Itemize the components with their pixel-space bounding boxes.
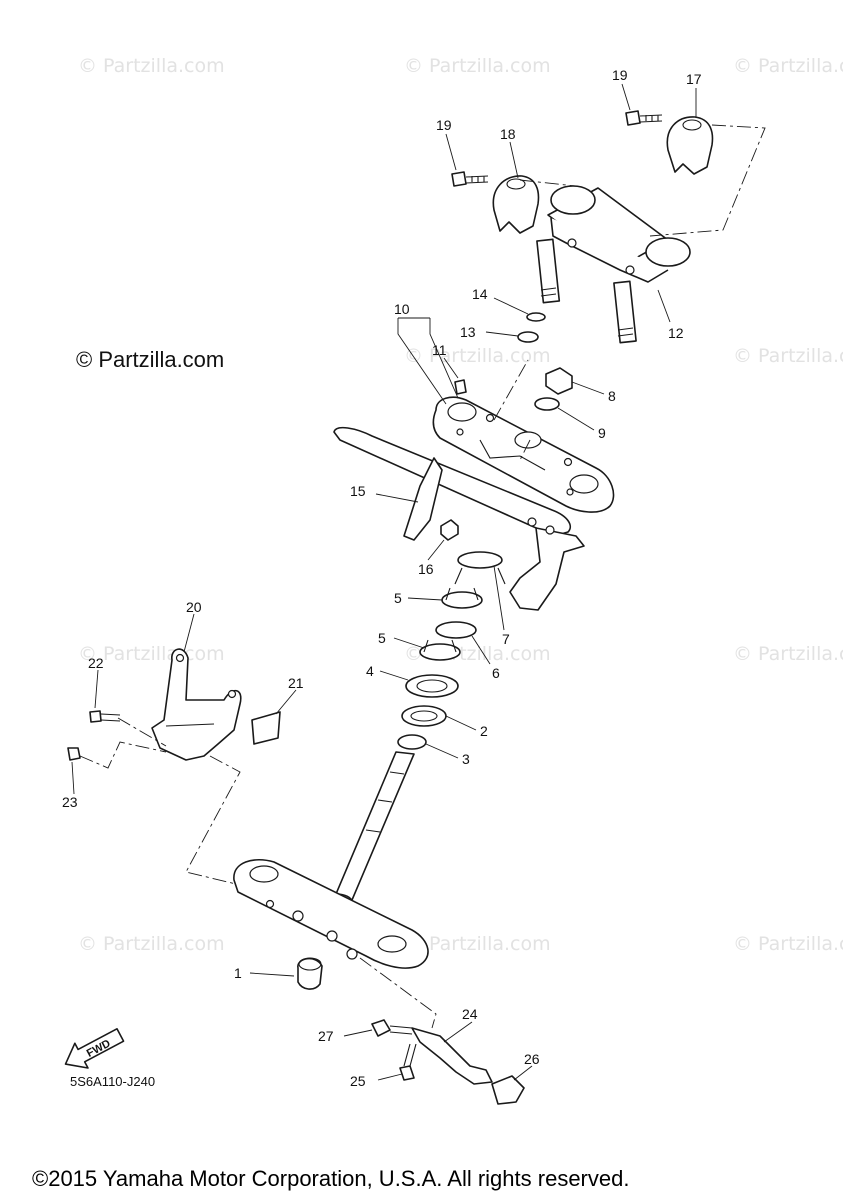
callout-17: 17 <box>686 71 702 87</box>
callout-4: 4 <box>366 663 374 679</box>
fwd-label: FWD <box>85 1038 113 1060</box>
hose-guide <box>359 957 525 1105</box>
side-bracket <box>67 648 281 885</box>
upper-bracket <box>432 312 615 513</box>
callout-27: 27 <box>318 1028 334 1044</box>
callout-20: 20 <box>186 599 202 615</box>
forward-arrow-icon: FWD <box>64 1027 125 1069</box>
callout-11: 11 <box>432 342 447 358</box>
watermark: © Partzilla.com <box>733 643 843 665</box>
watermarks: © Partzilla.com © Partzilla.com © Partzi… <box>78 55 843 955</box>
watermark: © Partzilla.com <box>404 55 551 77</box>
callout-21: 21 <box>288 675 304 691</box>
callout-16: 16 <box>418 561 434 577</box>
callouts: 1 2 3 4 5 5 6 7 8 9 10 11 12 13 14 15 16… <box>62 67 702 1089</box>
watermark: © Partzilla.com <box>78 55 225 77</box>
callout-7: 7 <box>502 631 510 647</box>
callout-8: 8 <box>608 388 616 404</box>
watermark: © Partzilla.com <box>733 345 843 367</box>
callout-13: 13 <box>460 324 476 340</box>
handlebar-holder-assembly <box>451 110 766 344</box>
partzilla-label: © Partzilla.com <box>76 347 224 372</box>
watermark: © Partzilla.com <box>733 933 843 955</box>
callout-5a: 5 <box>394 590 402 606</box>
callout-24: 24 <box>462 1006 478 1022</box>
callout-1: 1 <box>234 965 242 981</box>
callout-9: 9 <box>598 425 606 441</box>
watermark: © Partzilla.com <box>404 345 551 367</box>
under-bracket <box>233 751 429 990</box>
watermark: © Partzilla.com <box>733 55 843 77</box>
copyright-notice: ©2015 Yamaha Motor Corporation, U.S.A. A… <box>32 1166 629 1191</box>
callout-19a: 19 <box>436 117 452 133</box>
bearing-stack <box>397 519 506 750</box>
callout-23: 23 <box>62 794 78 810</box>
watermark: © Partzilla.com <box>78 933 225 955</box>
callout-5b: 5 <box>378 630 386 646</box>
watermark: © Partzilla.com <box>404 933 551 955</box>
callout-6: 6 <box>492 665 500 681</box>
callout-18: 18 <box>500 126 516 142</box>
callout-25: 25 <box>350 1073 366 1089</box>
wire-guide-bracket <box>333 426 585 611</box>
callout-3: 3 <box>462 751 470 767</box>
callout-12: 12 <box>668 325 684 341</box>
callout-19b: 19 <box>612 67 628 83</box>
callout-10: 10 <box>394 301 410 317</box>
callout-15: 15 <box>350 483 366 499</box>
callout-14: 14 <box>472 286 488 302</box>
callout-2: 2 <box>480 723 488 739</box>
diagram-code: 5S6A110-J240 <box>70 1074 155 1089</box>
callout-22: 22 <box>88 655 104 671</box>
callout-26: 26 <box>524 1051 540 1067</box>
